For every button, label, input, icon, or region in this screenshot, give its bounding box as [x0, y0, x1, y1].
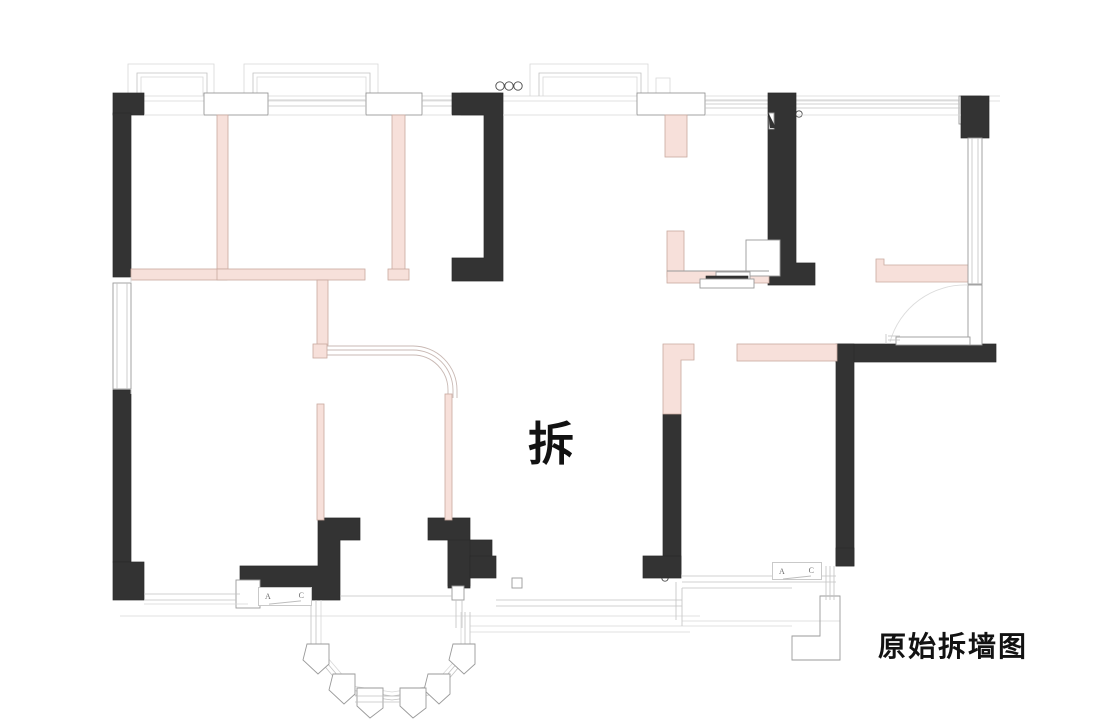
bay-window-group-top: [127, 63, 671, 96]
demolish-annotation: 拆: [528, 417, 575, 471]
section-tag-right-line: [783, 569, 811, 580]
top-window-lintels: [203, 92, 982, 125]
section-tag-left[interactable]: A C: [258, 587, 312, 606]
section-tag-right[interactable]: A C: [772, 562, 822, 580]
section-tag-left-a: A: [265, 592, 271, 601]
interior-guides: [130, 114, 961, 394]
section-tag-right-c: C: [808, 566, 814, 575]
fixture-outlines: [112, 112, 983, 661]
section-tag-right-a: A: [779, 567, 785, 576]
section-tag-left-line: [269, 594, 301, 605]
page-title: 原始拆墙图: [878, 630, 1029, 663]
structural-walls: [112, 92, 997, 601]
bay-window-bottom: [302, 600, 476, 719]
pipe-riser-icon: [495, 81, 803, 582]
section-tag-left-c: C: [298, 591, 304, 600]
